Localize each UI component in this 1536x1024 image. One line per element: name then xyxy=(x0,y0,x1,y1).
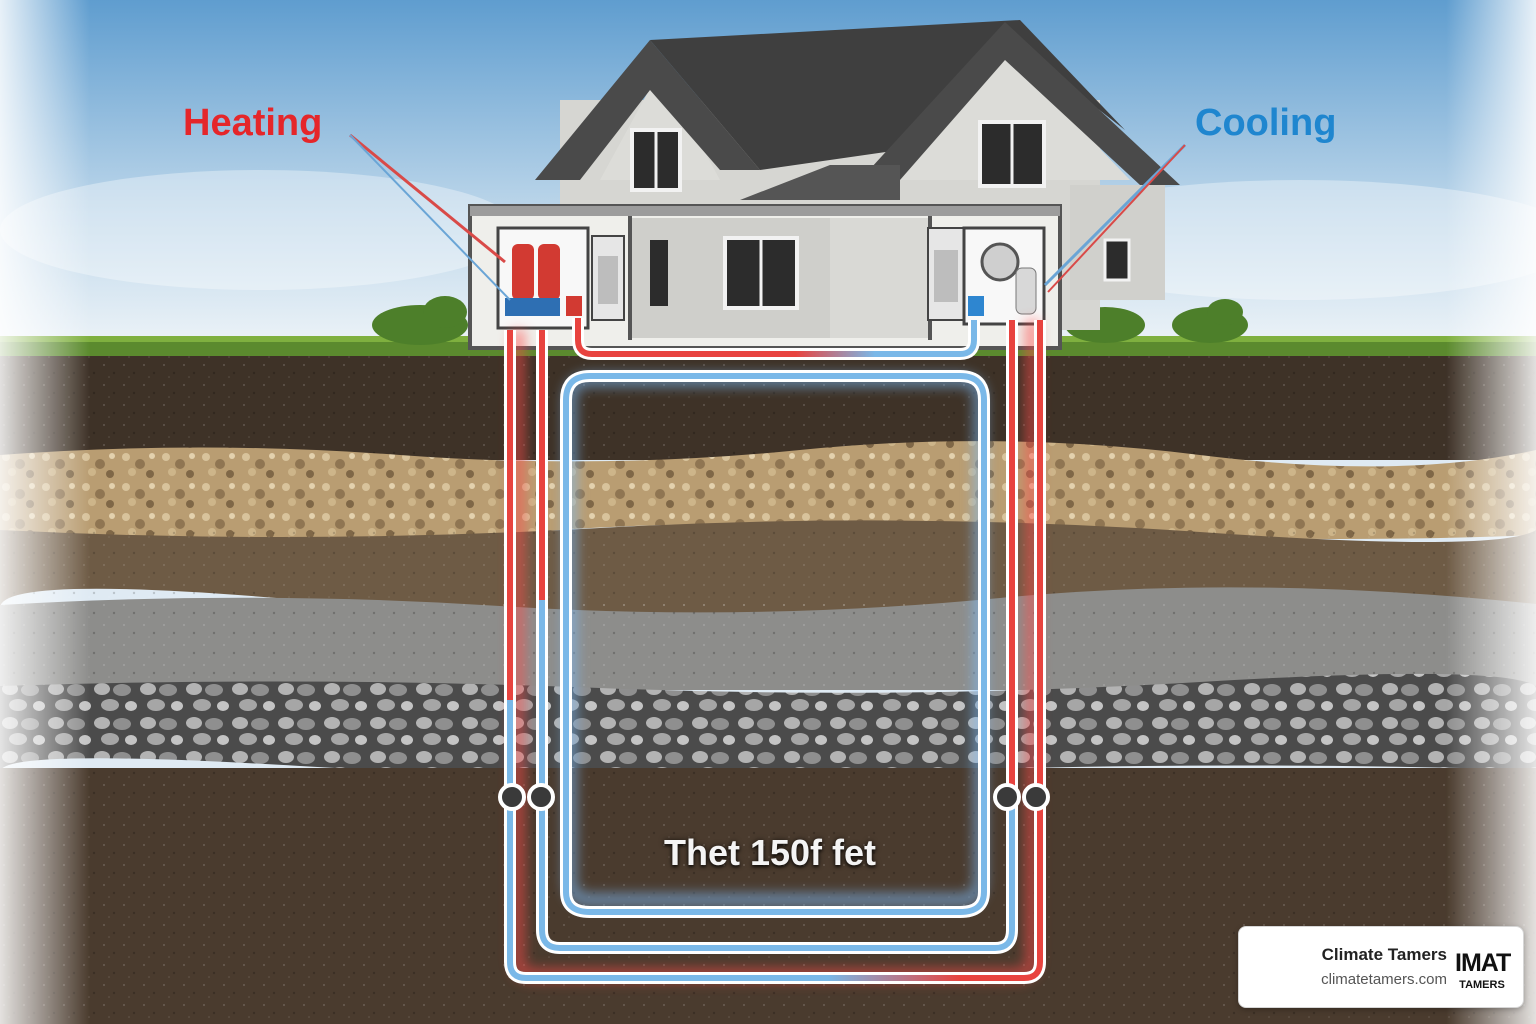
logo-bottom-text: TAMERS xyxy=(1459,979,1505,991)
depth-label: Thet 150f fet xyxy=(663,832,877,873)
brand-name: Climate Tamers xyxy=(1321,945,1447,964)
brand-url: climatetamers.com xyxy=(1321,971,1447,988)
ground-loop xyxy=(498,318,1050,984)
shrubs xyxy=(372,296,1248,345)
heating-label: Heating xyxy=(183,102,323,144)
callout-lines xyxy=(349,133,1187,301)
cooling-label: Cooling xyxy=(1195,102,1337,144)
brand-badge: Climate Tamers climatetamers.com IMAT TA… xyxy=(1238,926,1524,1008)
logo-top-text: IMAT xyxy=(1455,949,1511,977)
soil-layers xyxy=(0,350,1536,1024)
house xyxy=(468,20,1180,350)
brand-logo-icon: IMAT TAMERS xyxy=(1455,939,1511,995)
pipe-fitting xyxy=(498,783,526,811)
